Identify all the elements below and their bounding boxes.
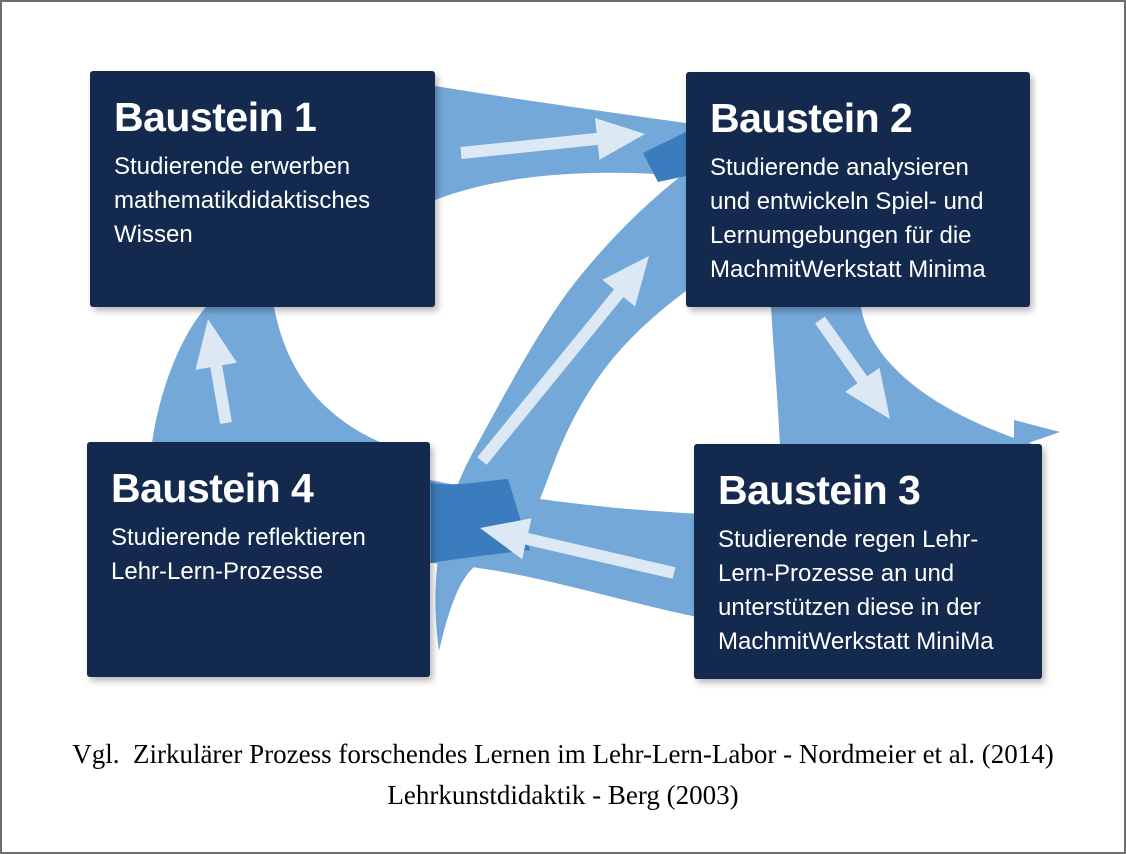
band-baustein4-to-baustein1: [152, 307, 382, 443]
baustein-1-card: Baustein 1 Studierende erwerben mathemat…: [90, 71, 435, 307]
arrow-baustein4-to-baustein1-icon: [195, 319, 237, 424]
baustein-3-card: Baustein 3 Studierende regen Lehr- Lern-…: [694, 444, 1042, 679]
baustein-4-card: Baustein 4 Studierende reflektieren Lehr…: [87, 442, 430, 677]
baustein-4-description: Studierende reflektieren Lehr-Lern-Proze…: [111, 523, 366, 585]
baustein-3-title: Baustein 3: [718, 467, 921, 513]
figure-caption: Vgl. Zirkulärer Prozess forschendes Lern…: [2, 734, 1124, 816]
band-baustein2-to-baustein3: [771, 307, 1060, 448]
arrow-baustein2-to-baustein3-icon: [815, 316, 890, 419]
baustein-1-description: Studierende erwerben mathematikdidaktisc…: [114, 152, 371, 248]
baustein-2-card: Baustein 2 Studierende analysieren und e…: [686, 72, 1030, 307]
arrow-baustein1-to-baustein2-icon: [460, 118, 645, 160]
baustein-1-title: Baustein 1: [114, 94, 317, 140]
caption-line-1: Vgl. Zirkulärer Prozess forschendes Lern…: [72, 739, 1054, 769]
caption-line-2: Lehrkunstdidaktik - Berg (2003): [387, 780, 739, 810]
baustein-2-description: Studierende analysieren und entwickeln S…: [710, 153, 986, 283]
baustein-2-title: Baustein 2: [710, 95, 913, 141]
arrow-baustein4-to-baustein2-icon: [477, 256, 649, 465]
baustein-4-title: Baustein 4: [111, 465, 314, 511]
baustein-3-description: Studierende regen Lehr- Lern-Prozesse an…: [718, 525, 994, 655]
arrow-baustein3-to-baustein4-icon: [480, 518, 676, 579]
